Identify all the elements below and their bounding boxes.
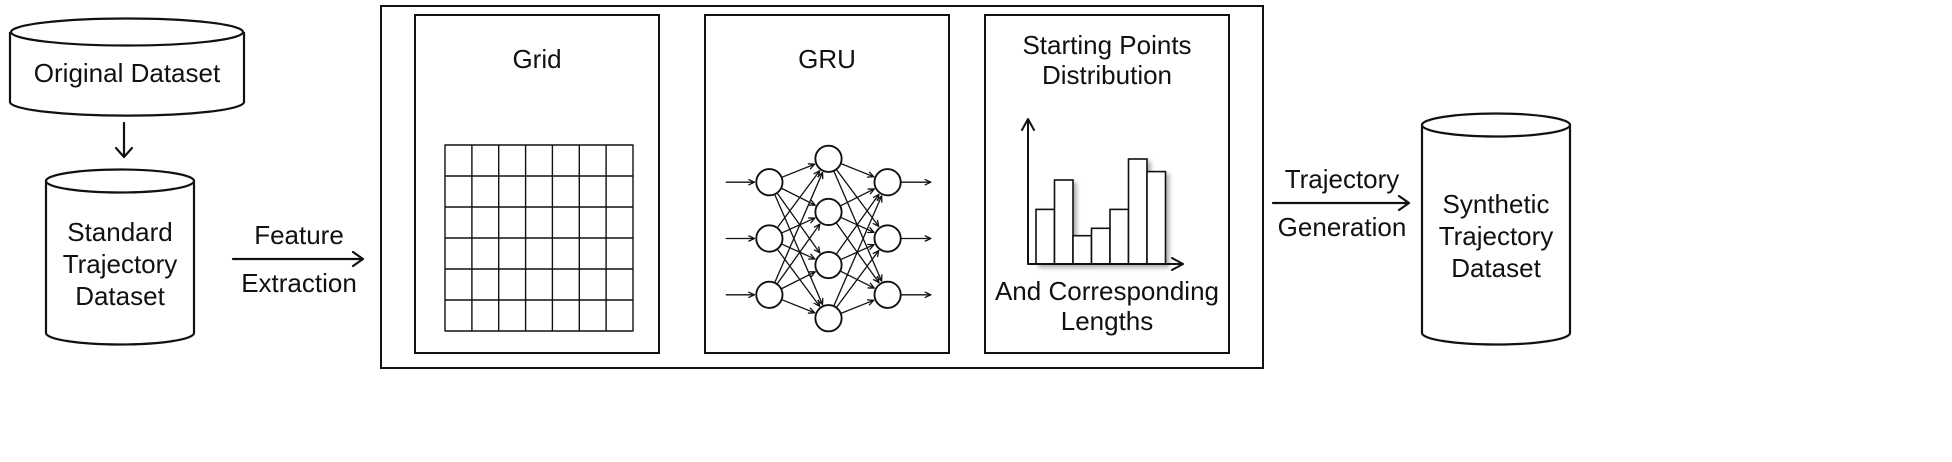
arrow-right-icon (1271, 194, 1411, 212)
arrow-right-icon (231, 250, 365, 268)
feature-extraction-label-top: Feature (254, 220, 344, 250)
trajectory-generation-label-top: Trajectory (1284, 164, 1400, 194)
distribution-panel-title: Starting Points Distribution (1022, 30, 1192, 90)
synthetic-dataset-label: Synthetic Trajectory Dataset (1438, 189, 1554, 283)
original-dataset-label: Original Dataset (33, 58, 221, 88)
feature-extraction-label-bottom: Extraction (241, 268, 357, 298)
standard-dataset-node: Standard Trajectory Dataset (44, 168, 196, 346)
histogram-axes (1021, 118, 1184, 271)
gru-connections-path (725, 163, 932, 314)
histogram-bars-group (1035, 158, 1167, 265)
database-cylinder-icon (44, 168, 196, 346)
gru-panel: GRU (704, 14, 950, 354)
grid-panel: Grid (414, 14, 660, 354)
neural-network-figure (725, 144, 932, 333)
synthetic-dataset-node: Synthetic Trajectory Dataset (1420, 112, 1572, 346)
histogram-figure (1021, 118, 1184, 271)
grid-panel-title: Grid (512, 44, 562, 74)
distribution-panel-caption: And Corresponding Lengths (994, 276, 1220, 336)
grid-figure (444, 144, 634, 332)
feature-extraction-arrow: Feature Extraction (230, 220, 368, 298)
database-cylinder-icon (8, 17, 246, 117)
grid-figure-path (444, 144, 634, 332)
gru-nodes-group (755, 144, 902, 333)
arrow-down-icon (114, 121, 134, 159)
distribution-panel: Starting Points Distribution And Corresp… (984, 14, 1230, 354)
database-cylinder-icon (1420, 112, 1572, 346)
original-dataset-node: Original Dataset (8, 16, 246, 118)
standard-dataset-label: Standard Trajectory Dataset (62, 217, 178, 311)
gru-arrowheads-path (748, 163, 932, 314)
trajectory-generation-label-bottom: Generation (1277, 212, 1407, 242)
trajectory-generation-arrow: Trajectory Generation (1270, 164, 1414, 242)
gru-panel-title: GRU (798, 44, 856, 74)
